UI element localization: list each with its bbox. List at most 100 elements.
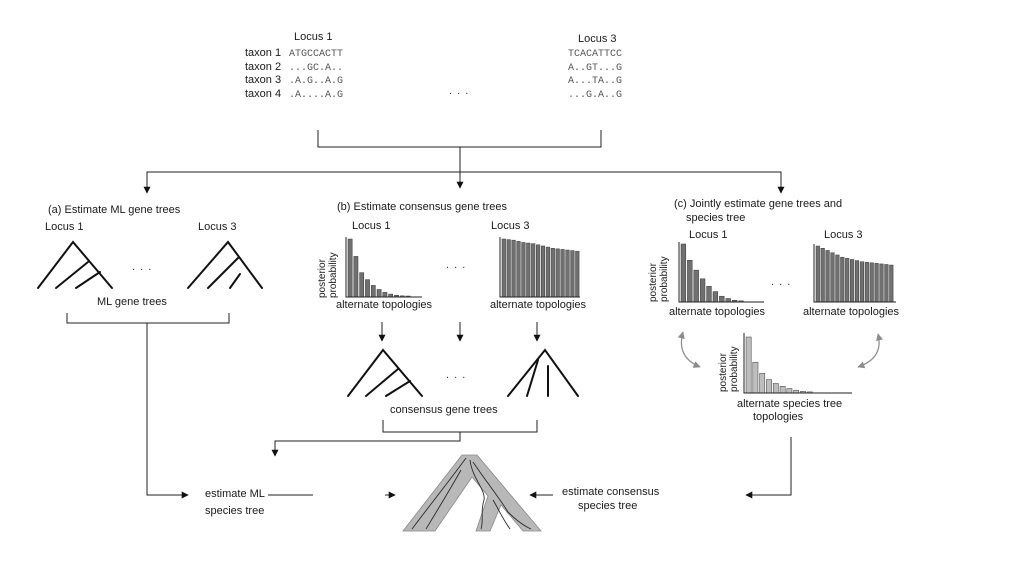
estimate-consensus-label-line1: estimate consensus — [562, 486, 660, 498]
panel-c-species-xlabel-line1: alternate species tree — [737, 398, 842, 410]
histogram-b-locus3 — [501, 238, 580, 298]
b-locus3-bar-2 — [506, 239, 511, 298]
alignment-ellipsis: . . . — [449, 85, 469, 97]
c-locus3-bar-9 — [854, 260, 860, 303]
species-bar-7 — [786, 388, 793, 394]
species-bar-1 — [745, 336, 752, 394]
c-locus1-bar-4 — [699, 278, 706, 303]
species-bar-2 — [752, 361, 759, 394]
panel-c-locus1: Locus 1 — [689, 229, 728, 241]
c-locus1-bar-2 — [687, 259, 693, 303]
panel-b-xlabel-right: alternate topologies — [490, 299, 587, 311]
panel-a: (a) Estimate ML gene trees Locus 1 Locus… — [37, 204, 263, 499]
c-locus3-bar-10 — [859, 261, 864, 303]
b-locus3-bar-7 — [531, 243, 536, 298]
b-locus1-bar-1 — [347, 238, 353, 298]
panel-c-xlabel-right: alternate topologies — [803, 306, 900, 318]
b-locus1-bar-4 — [365, 279, 370, 298]
gene-lineage-2 — [469, 459, 485, 530]
c-locus1-bar-6 — [712, 291, 719, 303]
b-locus3-bar-8 — [536, 244, 541, 298]
locus1-sequence-3: .A.G..A.G — [289, 76, 343, 87]
b-locus3-bar-14 — [565, 249, 570, 298]
panel-c-title-line2: species tree — [686, 212, 745, 224]
species-bar-3 — [759, 373, 766, 394]
curved-arrow-left — [677, 331, 701, 368]
panel-b-locus1: Locus 1 — [352, 220, 391, 232]
histogram-c-locus1 — [680, 243, 744, 303]
panel-b-ylabel: posterior probability — [317, 252, 339, 298]
alignment-locus3-title: Locus 3 — [578, 33, 617, 45]
ml-gene-trees-label: ML gene trees — [97, 296, 167, 308]
locus3-sequence-3: A...TA..G — [568, 76, 622, 87]
consensus-gene-tree-locus3 — [507, 348, 579, 397]
estimate-ml-label-line1: estimate ML — [205, 488, 265, 500]
species-bar-4 — [766, 379, 772, 394]
histogram-species-tree — [745, 336, 813, 394]
gene-lineage-5 — [492, 499, 511, 530]
c-locus1-bar-1 — [680, 243, 687, 303]
panel-c-ylabel-line1: posterior — [648, 262, 659, 302]
panel-c-ellipsis: . . . — [771, 276, 791, 288]
panel-a-title: (a) Estimate ML gene trees — [48, 204, 181, 216]
panel-c-locus3: Locus 3 — [824, 229, 863, 241]
c-locus3-bar-4 — [830, 252, 835, 303]
species-bar-5 — [772, 383, 779, 394]
top-connector — [143, 130, 785, 194]
panel-b: (b) Estimate consensus gene trees Locus … — [271, 201, 587, 457]
b-locus3-bar-15 — [570, 250, 575, 298]
locus1-sequence-4: .A....A.G — [289, 90, 343, 101]
c-locus3-bar-13 — [874, 263, 879, 303]
b-locus3-bar-6 — [526, 242, 531, 298]
panel-c-title-line1: (c) Jointly estimate gene trees and — [674, 198, 842, 210]
b-locus1-bar-3 — [359, 272, 365, 298]
c-locus3-bar-3 — [825, 250, 830, 303]
gene-lineage-1 — [411, 457, 467, 530]
taxon-label-2: taxon 2 — [245, 61, 281, 73]
taxon-label-3: taxon 3 — [245, 74, 281, 86]
panel-c: (c) Jointly estimate gene trees and spec… — [648, 198, 900, 499]
alignment-locus1-title: Locus 1 — [294, 31, 333, 43]
b-locus3-bar-10 — [545, 246, 550, 298]
panel-b-ylabel-line2: probability — [328, 252, 339, 298]
curved-arrow-right — [857, 333, 884, 369]
taxon-label-4: taxon 4 — [245, 88, 281, 100]
c-locus3-bar-8 — [850, 259, 855, 303]
panel-b-ellipsis-2: . . . — [446, 369, 466, 381]
species-tree-with-gene-trees — [402, 454, 542, 532]
gene-lineage-3 — [472, 461, 532, 530]
histogram-b-locus1 — [347, 238, 411, 298]
b-locus3-bar-9 — [540, 245, 546, 298]
consensus-gene-tree-locus1 — [347, 348, 423, 397]
estimate-consensus-label-line2: species tree — [578, 500, 637, 512]
panel-c-species-ylabel-line2: probability — [729, 346, 740, 392]
species-bar-6 — [779, 386, 786, 394]
b-locus1-bar-6 — [376, 289, 382, 298]
c-locus3-bar-11 — [864, 261, 869, 303]
b-locus3-bar-5 — [521, 242, 526, 298]
c-locus1-bar-7 — [719, 295, 725, 303]
b-locus3-bar-16 — [575, 250, 580, 298]
locus3-sequence-1: TCACATTCC — [568, 49, 622, 60]
panel-a-locus3: Locus 3 — [198, 221, 237, 233]
c-locus3-bar-14 — [879, 263, 884, 303]
b-locus3-bar-1 — [501, 238, 506, 298]
locus3-sequence-2: A..GT...G — [568, 63, 622, 74]
b-locus3-bar-3 — [511, 239, 516, 298]
c-locus3-bar-12 — [869, 262, 874, 303]
histogram-c-locus3 — [815, 245, 894, 303]
panel-b-title: (b) Estimate consensus gene trees — [337, 201, 507, 213]
b-locus1-bar-5 — [370, 285, 376, 298]
panel-c-species-xlabel-line2: topologies — [753, 411, 804, 423]
ml-gene-tree-locus3 — [187, 240, 263, 289]
b-locus3-bar-4 — [516, 241, 521, 298]
c-locus3-bar-5 — [835, 254, 840, 303]
b-locus3-bar-11 — [550, 248, 555, 298]
c-locus3-bar-16 — [889, 264, 894, 303]
panel-c-species-ylabel-line1: posterior — [718, 352, 729, 392]
panel-c-ylabel-line2: probability — [659, 256, 670, 302]
panel-a-ellipsis: . . . — [132, 261, 152, 273]
panel-b-xlabel-left: alternate topologies — [336, 299, 433, 311]
b-locus3-bar-13 — [560, 249, 565, 298]
